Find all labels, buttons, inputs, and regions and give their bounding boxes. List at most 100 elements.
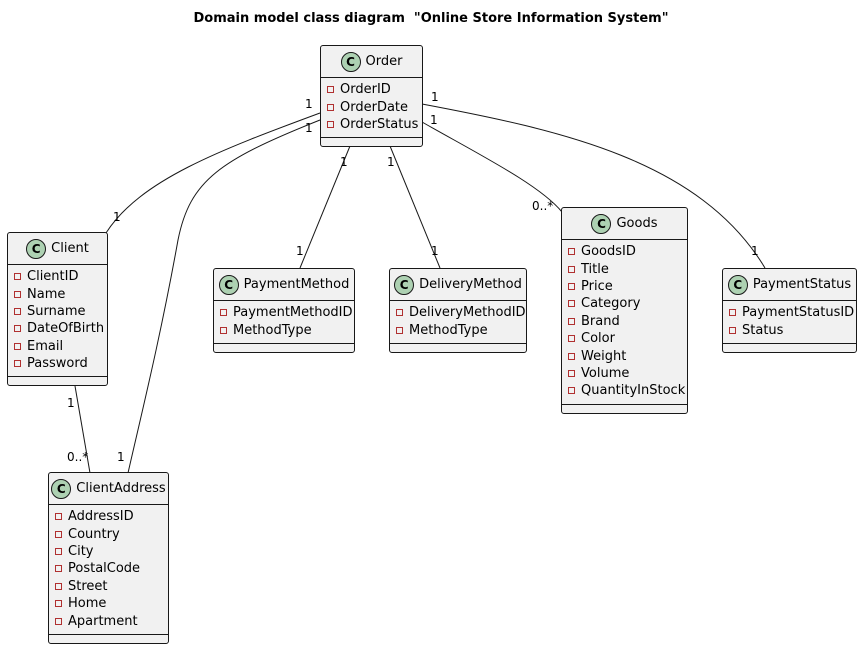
attribute: Status xyxy=(723,321,856,338)
attribute: OrderID xyxy=(321,81,422,98)
private-visibility-icon xyxy=(396,309,403,317)
attribute: Surname xyxy=(8,303,107,320)
private-visibility-icon xyxy=(568,352,575,360)
class-name: Client xyxy=(51,241,89,256)
attribute: GoodsID xyxy=(562,243,687,260)
attribute-list: ClientID Name Surname DateOfBirth Email … xyxy=(8,265,107,378)
mult-order-goods-goods-end: 0..* xyxy=(532,199,554,213)
mult-order-paymentmethod-pm-end: 1 xyxy=(296,244,304,258)
class-delivery-method[interactable]: C DeliveryMethod DeliveryMethodID Method… xyxy=(389,268,527,353)
class-icon: C xyxy=(26,238,47,259)
attribute-list: AddressID Country City PostalCode Street… xyxy=(49,505,168,635)
attribute-list: DeliveryMethodID MethodType xyxy=(390,301,526,344)
attribute: Name xyxy=(8,285,107,302)
method-compartment xyxy=(562,405,687,413)
attribute: PaymentStatusID xyxy=(723,304,856,321)
attribute: MethodType xyxy=(214,321,354,338)
method-compartment xyxy=(390,344,526,352)
private-visibility-icon xyxy=(568,335,575,343)
edge-order-goods xyxy=(421,121,563,213)
private-visibility-icon xyxy=(327,103,334,111)
private-visibility-icon xyxy=(568,300,575,308)
mult-order-paymentstatus-order-end: 1 xyxy=(431,90,439,104)
attribute: Weight xyxy=(562,347,687,364)
attribute: Title xyxy=(562,260,687,277)
attribute: PaymentMethodID xyxy=(214,304,354,321)
mult-order-clientaddress-address-end: 1 xyxy=(117,450,125,464)
edge-order-clientaddress xyxy=(127,119,321,474)
class-client[interactable]: C Client ClientID Name Surname DateOfBir… xyxy=(7,232,108,387)
private-visibility-icon xyxy=(55,617,62,625)
edge-client-clientaddress xyxy=(74,385,91,474)
attribute: MethodType xyxy=(390,321,526,338)
class-name: ClientAddress xyxy=(76,481,166,496)
class-payment-status[interactable]: C PaymentStatus PaymentStatusID Status xyxy=(722,268,857,353)
class-icon: C xyxy=(340,51,361,72)
class-name: Order xyxy=(365,54,403,69)
private-visibility-icon xyxy=(327,120,334,128)
mult-client-address-client-end: 1 xyxy=(67,396,75,410)
attribute: DeliveryMethodID xyxy=(390,304,526,321)
mult-order-client-order-end: 1 xyxy=(305,97,313,111)
class-name: PaymentMethod xyxy=(243,277,350,292)
class-payment-method[interactable]: C PaymentMethod PaymentMethodID MethodTy… xyxy=(213,268,355,353)
private-visibility-icon xyxy=(220,326,227,334)
attribute: Brand xyxy=(562,313,687,330)
private-visibility-icon xyxy=(55,513,62,521)
class-client-address[interactable]: C ClientAddress AddressID Country City P… xyxy=(48,472,169,644)
attribute: City xyxy=(49,543,168,560)
private-visibility-icon xyxy=(14,342,21,350)
method-compartment xyxy=(8,377,107,385)
mult-order-clientaddress-order-end: 1 xyxy=(305,121,313,135)
attribute: Country xyxy=(49,525,168,542)
private-visibility-icon xyxy=(14,360,21,368)
class-goods[interactable]: C Goods GoodsID Title Price Category Bra… xyxy=(561,207,688,414)
method-compartment xyxy=(723,344,856,352)
private-visibility-icon xyxy=(14,325,21,333)
edge-order-deliverymethod xyxy=(389,145,441,269)
attribute: OrderStatus xyxy=(321,116,422,133)
diagram-title: Domain model class diagram "Online Store… xyxy=(193,11,669,26)
private-visibility-icon xyxy=(55,547,62,555)
edge-order-paymentstatus xyxy=(421,103,766,269)
class-icon: C xyxy=(51,478,72,499)
attribute: Email xyxy=(8,338,107,355)
attribute: OrderDate xyxy=(321,98,422,115)
class-name: DeliveryMethod xyxy=(419,277,522,292)
attribute-list: PaymentStatusID Status xyxy=(723,301,856,344)
class-icon: C xyxy=(218,274,239,295)
private-visibility-icon xyxy=(220,309,227,317)
mult-order-paymentstatus-ps-end: 1 xyxy=(751,244,759,258)
attribute: Color xyxy=(562,330,687,347)
attribute: AddressID xyxy=(49,508,168,525)
attribute-list: OrderID OrderDate OrderStatus xyxy=(321,78,422,139)
private-visibility-icon xyxy=(14,273,21,281)
attribute-list: PaymentMethodID MethodType xyxy=(214,301,354,344)
private-visibility-icon xyxy=(729,309,736,317)
private-visibility-icon xyxy=(14,290,21,298)
mult-order-goods-order-end: 1 xyxy=(430,113,438,127)
attribute: DateOfBirth xyxy=(8,320,107,337)
class-name: PaymentStatus xyxy=(752,277,852,292)
private-visibility-icon xyxy=(55,565,62,573)
attribute: Street xyxy=(49,578,168,595)
private-visibility-icon xyxy=(327,86,334,94)
private-visibility-icon xyxy=(568,265,575,273)
class-icon: C xyxy=(591,213,612,234)
mult-client-address-address-end: 0..* xyxy=(67,450,89,464)
attribute: Home xyxy=(49,595,168,612)
attribute-list: GoodsID Title Price Category Brand Color… xyxy=(562,240,687,405)
class-order[interactable]: C Order OrderID OrderDate OrderStatus xyxy=(320,45,423,148)
private-visibility-icon xyxy=(55,600,62,608)
mult-order-paymentmethod-order-end: 1 xyxy=(340,155,348,169)
attribute: Category xyxy=(562,295,687,312)
private-visibility-icon xyxy=(568,317,575,325)
private-visibility-icon xyxy=(568,248,575,256)
mult-order-deliverymethod-dm-end: 1 xyxy=(431,244,439,258)
method-compartment xyxy=(49,635,168,643)
private-visibility-icon xyxy=(568,282,575,290)
attribute: Password xyxy=(8,355,107,372)
class-name: Goods xyxy=(616,216,658,231)
private-visibility-icon xyxy=(729,326,736,334)
